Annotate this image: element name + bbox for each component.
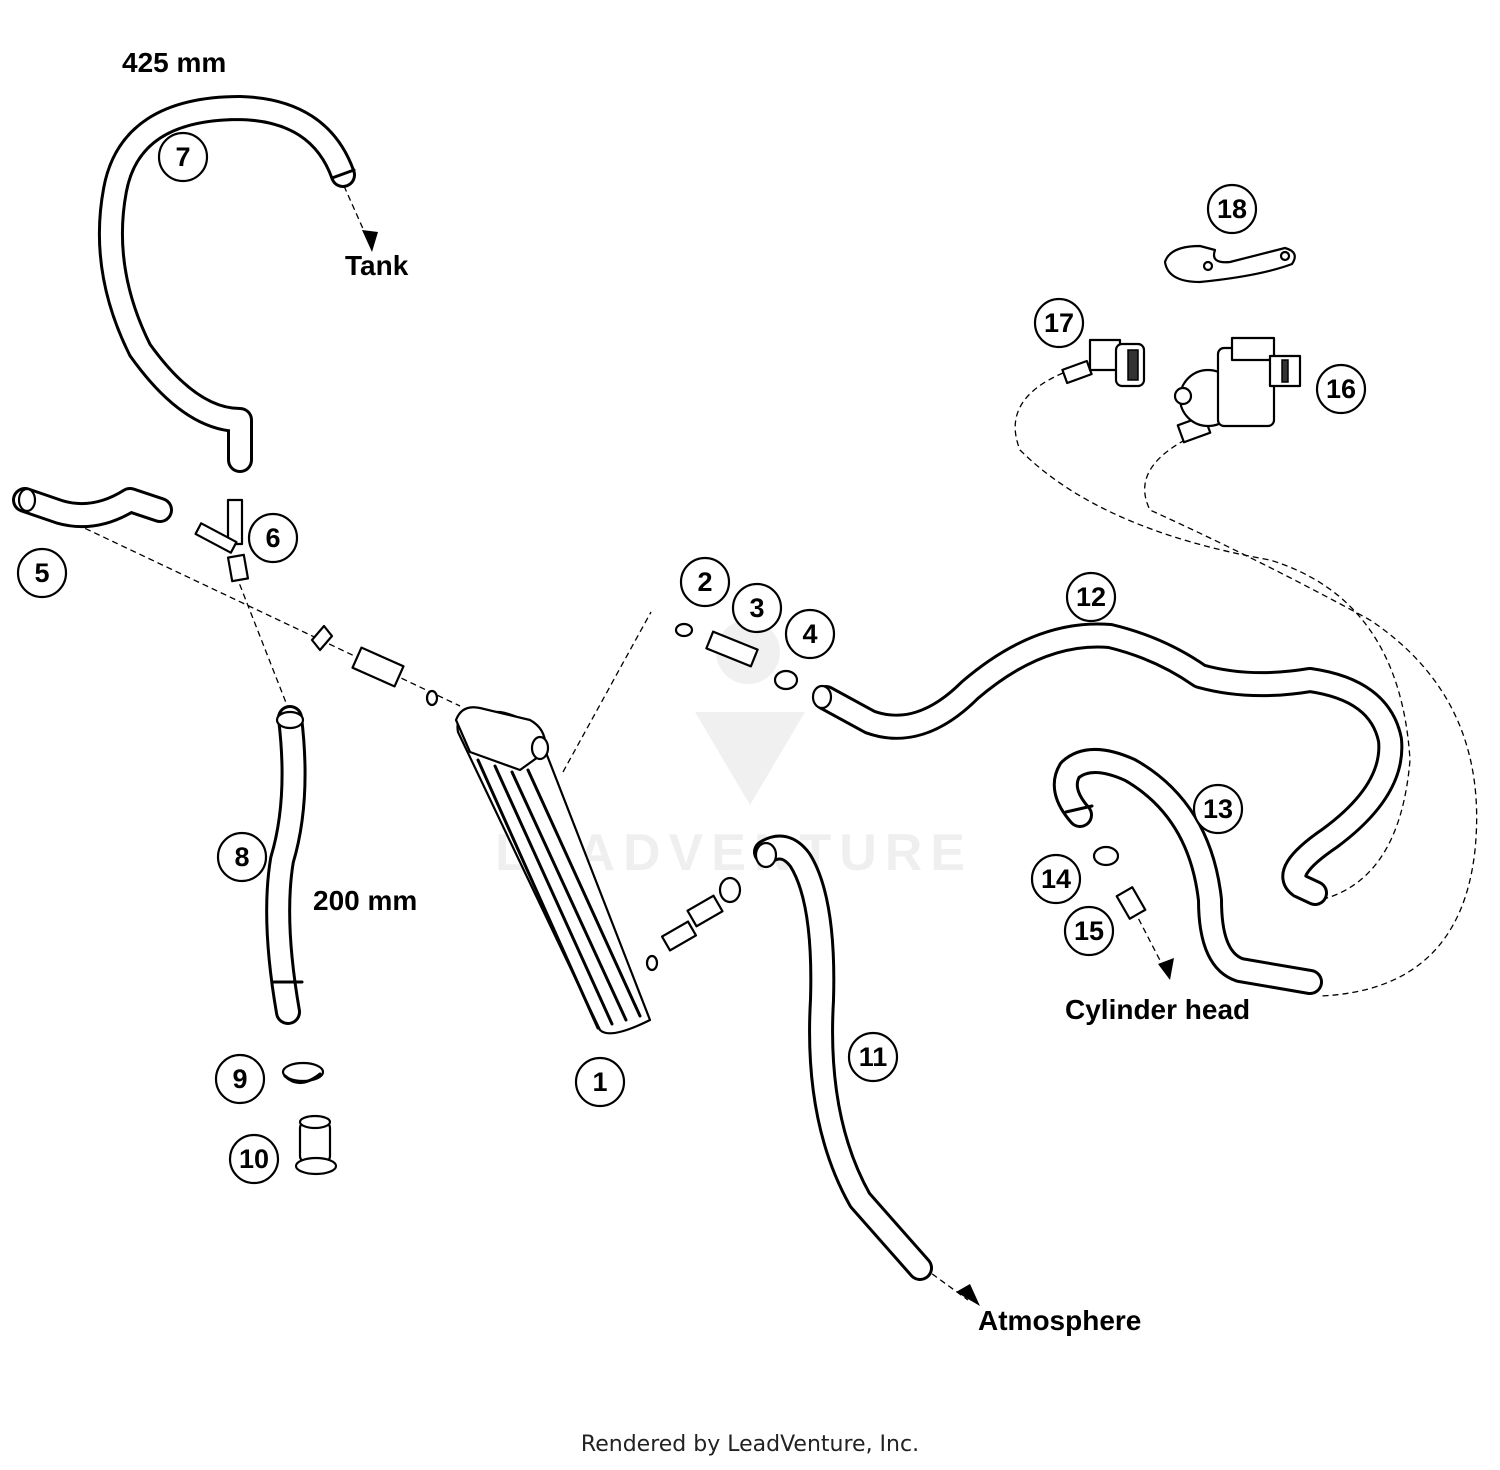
svg-text:18: 18 [1217, 194, 1247, 224]
callout-10[interactable]: 10 [228, 1133, 280, 1185]
clamp-9 [281, 1061, 325, 1084]
hose-11 [753, 834, 933, 1281]
charcoal-canister-1 [454, 706, 652, 1035]
svg-text:8: 8 [234, 842, 249, 872]
hose-7 [97, 95, 356, 473]
label-length-8: 200 mm [313, 885, 417, 916]
svg-text:14: 14 [1041, 864, 1071, 894]
callout-3[interactable]: 3 [731, 582, 783, 634]
clamp-4 [773, 669, 799, 691]
label-length-7: 425 mm [122, 47, 226, 78]
callout-12[interactable]: 12 [1065, 571, 1117, 623]
callout-7[interactable]: 7 [157, 131, 209, 183]
svg-text:11: 11 [859, 1042, 888, 1072]
callout-6[interactable]: 6 [247, 512, 299, 564]
hose-12 [811, 622, 1404, 906]
svg-text:4: 4 [802, 619, 817, 649]
callout-18[interactable]: 18 [1206, 183, 1258, 235]
callout-15[interactable]: 15 [1063, 905, 1115, 957]
svg-text:2: 2 [697, 567, 712, 597]
callout-17[interactable]: 17 [1033, 297, 1085, 349]
hose-5 [12, 487, 173, 529]
purge-valve-16 [1173, 336, 1302, 444]
t-fitting-6 [194, 498, 250, 583]
svg-text:3: 3 [749, 593, 764, 623]
svg-text:6: 6 [265, 523, 280, 553]
svg-text:12: 12 [1076, 582, 1106, 612]
arrow-cylinder-head-icon [1158, 958, 1174, 980]
svg-text:7: 7 [175, 142, 190, 172]
label-atmosphere: Atmosphere [978, 1305, 1141, 1336]
arrow-atmosphere-icon [956, 1284, 980, 1306]
callout-4[interactable]: 4 [784, 608, 836, 660]
hose-13 [1052, 748, 1323, 995]
bracket-18 [1163, 244, 1296, 284]
canister-fittings-left [310, 624, 439, 707]
callout-5[interactable]: 5 [16, 547, 68, 599]
o-ring-2 [674, 622, 694, 638]
svg-text:5: 5 [34, 558, 49, 588]
label-cylinder-head: Cylinder head [1065, 994, 1250, 1025]
callout-1[interactable]: 1 [574, 1056, 626, 1108]
callout-13[interactable]: 13 [1192, 783, 1244, 835]
callout-9[interactable]: 9 [214, 1053, 266, 1105]
svg-text:13: 13 [1203, 794, 1233, 824]
svg-text:16: 16 [1326, 374, 1356, 404]
svg-text:15: 15 [1074, 916, 1104, 946]
callout-11[interactable]: 11 [847, 1031, 899, 1083]
valve-3 [705, 630, 759, 668]
arrow-tank-icon [362, 230, 378, 252]
fitting-15 [1115, 886, 1147, 920]
svg-text:17: 17 [1044, 308, 1074, 338]
hose-8 [265, 705, 307, 1025]
valve-17 [1061, 338, 1146, 388]
callout-2[interactable]: 2 [679, 556, 731, 608]
callout-14[interactable]: 14 [1030, 853, 1082, 905]
canister-fittings-lower [645, 876, 742, 972]
label-tank: Tank [345, 250, 409, 281]
callout-8[interactable]: 8 [216, 831, 268, 883]
callout-16[interactable]: 16 [1315, 363, 1367, 415]
svg-text:1: 1 [592, 1067, 607, 1097]
cap-10 [294, 1114, 338, 1176]
clamp-14 [1092, 845, 1120, 867]
svg-text:10: 10 [239, 1144, 269, 1174]
svg-text:9: 9 [232, 1064, 247, 1094]
footer-credit: Rendered by LeadVenture, Inc. [580, 1432, 920, 1457]
